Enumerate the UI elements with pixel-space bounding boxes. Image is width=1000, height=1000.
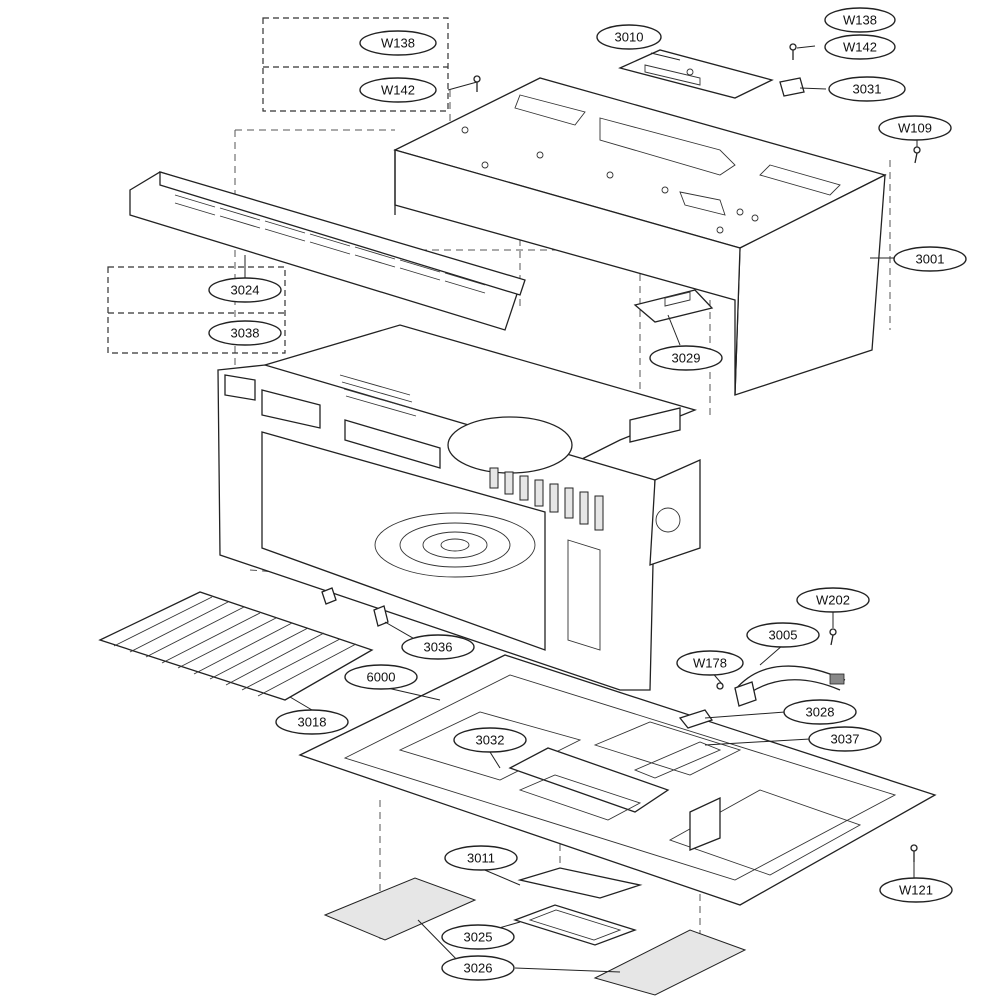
base-plate-6000 xyxy=(298,654,937,906)
callout-3001: 3001 xyxy=(893,246,967,272)
svg-text:3032: 3032 xyxy=(476,733,505,748)
callout-3031: 3031 xyxy=(828,76,906,102)
svg-text:W121: W121 xyxy=(899,883,933,898)
callout-3037: 3037 xyxy=(808,726,882,752)
lamp-holder-3025 xyxy=(512,904,638,946)
callout-3018: 3018 xyxy=(275,709,349,735)
callout-3024: 3024 xyxy=(208,277,282,303)
svg-text:W178: W178 xyxy=(693,656,727,671)
grille-kit-box xyxy=(107,266,286,354)
svg-text:3018: 3018 xyxy=(298,715,327,730)
wire-harness-3005 xyxy=(716,628,846,707)
callout-3025: 3025 xyxy=(441,924,515,950)
top-plate-3010 xyxy=(618,49,805,99)
svg-text:W202: W202 xyxy=(816,593,850,608)
svg-text:3029: 3029 xyxy=(672,351,701,366)
svg-text:W109: W109 xyxy=(898,121,932,136)
callout-6000: 6000 xyxy=(344,664,418,690)
lamp-cover-3011 xyxy=(517,867,643,899)
svg-text:W138: W138 xyxy=(843,13,877,28)
callout-w178: W178 xyxy=(676,650,744,676)
callout-w138-box: W138 xyxy=(359,30,437,56)
screws-top xyxy=(473,43,921,164)
svg-text:3005: 3005 xyxy=(769,628,798,643)
screw-w121 xyxy=(910,844,918,862)
svg-text:3025: 3025 xyxy=(464,930,493,945)
callout-3005: 3005 xyxy=(746,622,820,648)
svg-text:3010: 3010 xyxy=(615,30,644,45)
callout-w138-top: W138 xyxy=(824,7,896,33)
svg-text:3031: 3031 xyxy=(853,82,882,97)
grease-filters-3026 xyxy=(323,877,747,996)
sensor-3028 xyxy=(678,709,714,729)
svg-text:W142: W142 xyxy=(843,40,877,55)
callout-w202: W202 xyxy=(796,587,870,613)
callout-3028: 3028 xyxy=(783,699,857,725)
svg-text:3038: 3038 xyxy=(231,326,260,341)
callout-3032: 3032 xyxy=(453,727,527,753)
callout-3038: 3038 xyxy=(208,320,282,346)
vent-grille-3024 xyxy=(129,171,526,331)
outer-case xyxy=(393,77,887,396)
svg-text:3028: 3028 xyxy=(806,705,835,720)
callout-w109: W109 xyxy=(878,115,952,141)
callout-w121: W121 xyxy=(879,877,953,903)
callout-3036: 3036 xyxy=(401,634,475,660)
svg-text:W142: W142 xyxy=(381,83,415,98)
svg-text:3037: 3037 xyxy=(831,732,860,747)
svg-text:3036: 3036 xyxy=(424,640,453,655)
callout-3010: 3010 xyxy=(596,24,662,50)
callout-w142-top: W142 xyxy=(824,34,896,60)
latch-parts-3036 xyxy=(321,587,389,627)
svg-text:3026: 3026 xyxy=(464,961,493,976)
callout-3029: 3029 xyxy=(649,345,723,371)
svg-text:3001: 3001 xyxy=(916,252,945,267)
svg-text:6000: 6000 xyxy=(367,670,396,685)
svg-text:3024: 3024 xyxy=(231,283,260,298)
oven-cavity xyxy=(217,324,701,691)
wire-rack-3018 xyxy=(98,591,374,701)
hardware-kit-box-top xyxy=(262,17,449,112)
svg-text:W138: W138 xyxy=(381,36,415,51)
callout-3011: 3011 xyxy=(444,845,518,871)
callout-3026: 3026 xyxy=(441,955,515,981)
bracket-3029 xyxy=(633,289,714,323)
callout-w142-box: W142 xyxy=(359,77,437,103)
svg-text:3011: 3011 xyxy=(467,851,495,866)
